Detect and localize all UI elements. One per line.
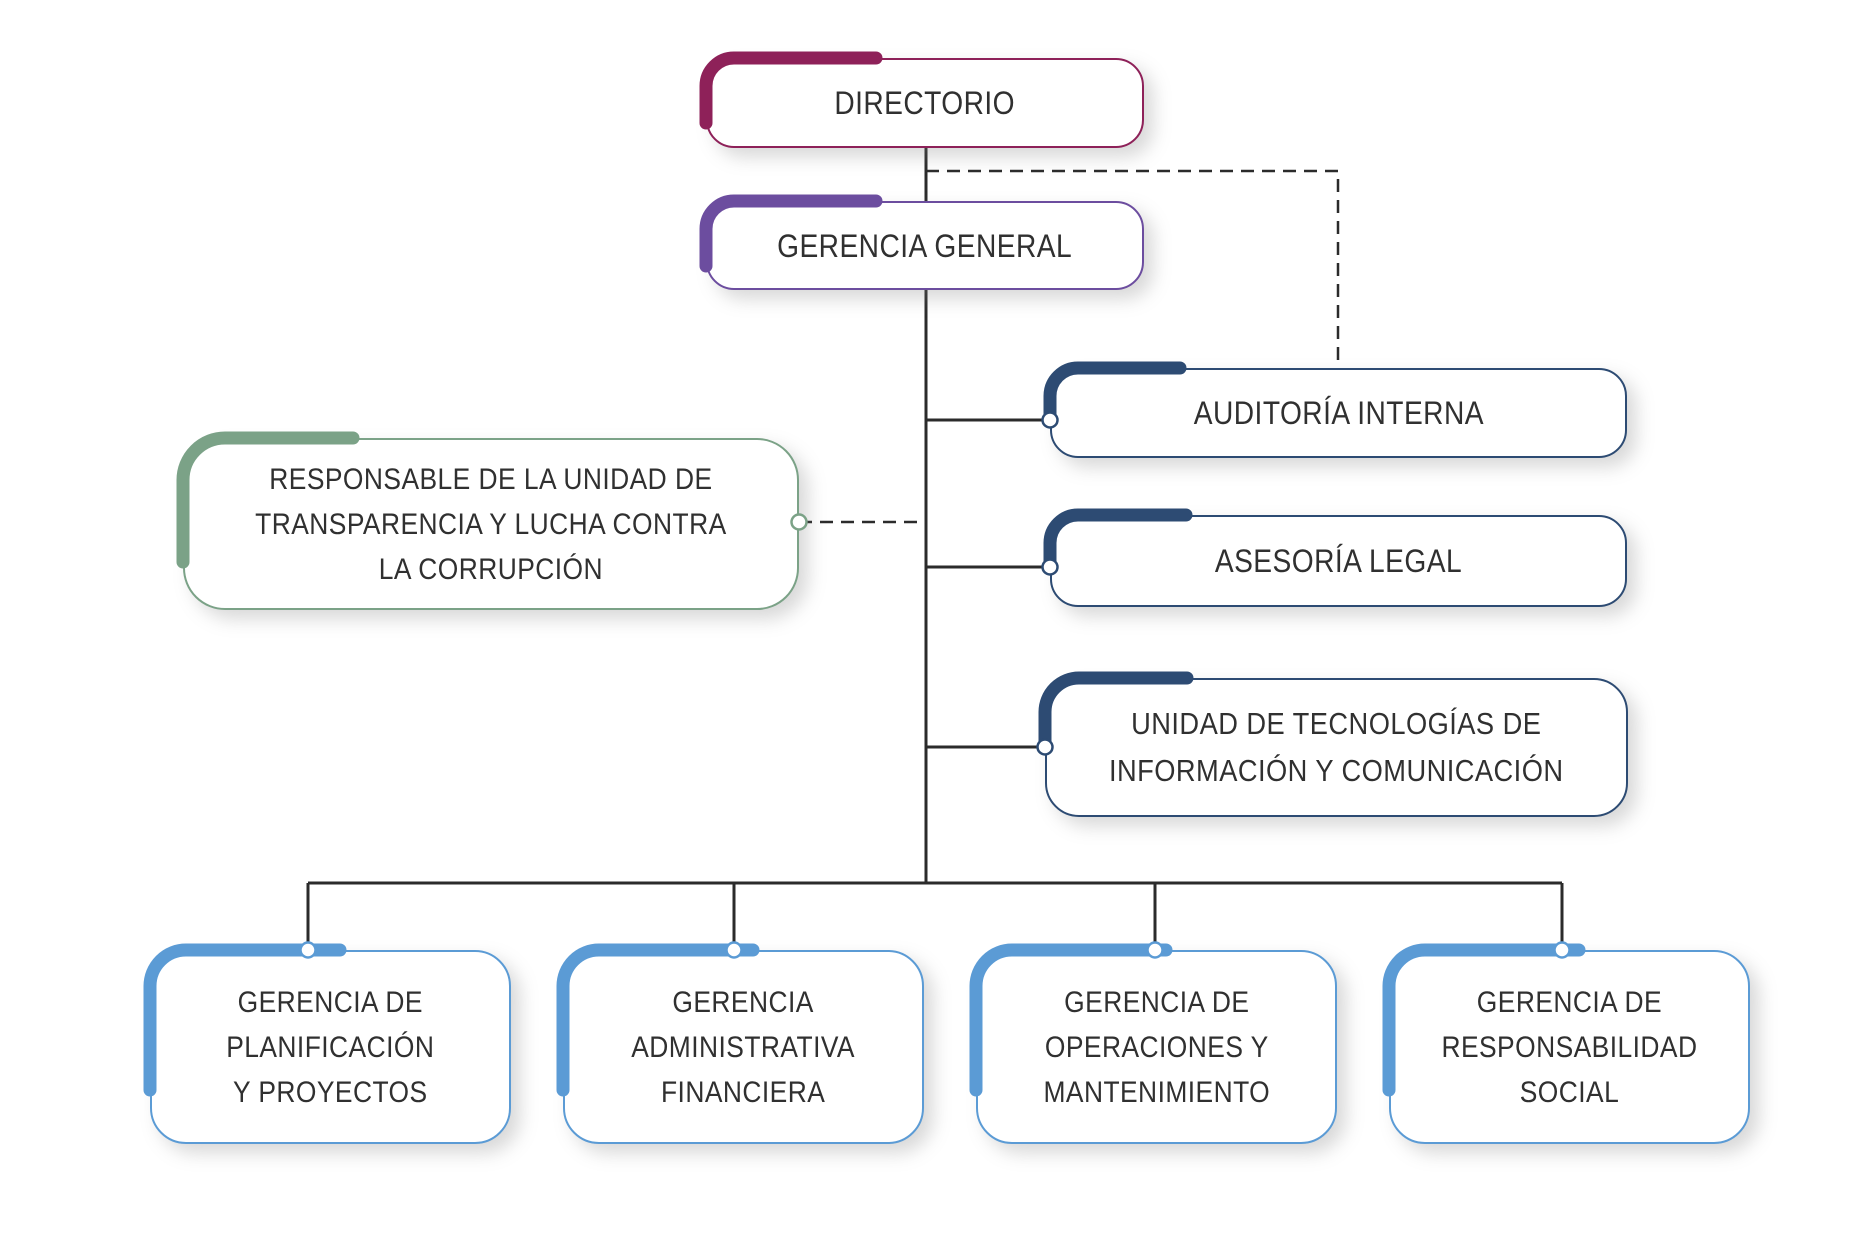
node-unidad-tic: UNIDAD DE TECNOLOGÍAS DE INFORMACIÓN Y C… xyxy=(1045,678,1628,817)
node-asesoria-legal: ASESORÍA LEGAL xyxy=(1050,515,1627,607)
node-gerencia-planificacion: GERENCIA DE PLANIFICACIÓN Y PROYECTOS xyxy=(150,950,511,1144)
node-gerencia-responsabilidad-label: GERENCIA DE RESPONSABILIDAD SOCIAL xyxy=(1441,980,1697,1115)
node-gerencia-administrativa-line: FINANCIERA xyxy=(661,1075,826,1109)
node-auditoria-interna: AUDITORÍA INTERNA xyxy=(1050,368,1627,458)
node-auditoria-interna-label: AUDITORÍA INTERNA xyxy=(1193,395,1484,431)
node-gerencia-planificacion-line: PLANIFICACIÓN xyxy=(226,1030,435,1064)
node-gerencia-responsabilidad-line: SOCIAL xyxy=(1519,1075,1620,1109)
node-responsable-transparencia-line: RESPONSABLE DE LA UNIDAD DE xyxy=(269,462,713,496)
node-gerencia-operaciones-line: GERENCIA DE xyxy=(1063,985,1250,1019)
node-gerencia-general-label: GERENCIA GENERAL xyxy=(777,227,1073,264)
node-gerencia-responsabilidad: GERENCIA DE RESPONSABILIDAD SOCIAL xyxy=(1389,950,1750,1144)
node-gerencia-operaciones-line: MANTENIMIENTO xyxy=(1043,1075,1270,1109)
node-gerencia-planificacion-label: GERENCIA DE PLANIFICACIÓN Y PROYECTOS xyxy=(226,980,434,1115)
node-unidad-tic-line: UNIDAD DE TECNOLOGÍAS DE xyxy=(1131,706,1542,741)
node-responsable-transparencia-line: TRANSPARENCIA Y LUCHA CONTRA xyxy=(255,507,727,541)
node-gerencia-planificacion-line: Y PROYECTOS xyxy=(233,1075,428,1109)
node-gerencia-operaciones: GERENCIA DE OPERACIONES Y MANTENIMIENTO xyxy=(976,950,1337,1144)
node-directorio-label: DIRECTORIO xyxy=(834,85,1016,121)
node-gerencia-administrativa-label: GERENCIA ADMINISTRATIVA FINANCIERA xyxy=(632,980,856,1115)
node-directorio: DIRECTORIO xyxy=(706,58,1144,148)
node-gerencia-responsabilidad-line: RESPONSABILIDAD xyxy=(1441,1030,1698,1064)
node-gerencia-general: GERENCIA GENERAL xyxy=(706,201,1144,290)
node-responsable-transparencia: RESPONSABLE DE LA UNIDAD DE TRANSPARENCI… xyxy=(183,438,799,610)
node-gerencia-administrativa-line: GERENCIA xyxy=(672,985,815,1019)
node-unidad-tic-line: INFORMACIÓN Y COMUNICACIÓN xyxy=(1109,752,1564,788)
node-gerencia-responsabilidad-line: GERENCIA DE xyxy=(1476,985,1663,1019)
node-gerencia-operaciones-label: GERENCIA DE OPERACIONES Y MANTENIMIENTO xyxy=(1043,980,1270,1115)
node-gerencia-planificacion-line: GERENCIA DE xyxy=(237,985,424,1019)
node-unidad-tic-label: UNIDAD DE TECNOLOGÍAS DE INFORMACIÓN Y C… xyxy=(1109,701,1564,794)
node-responsable-transparencia-label: RESPONSABLE DE LA UNIDAD DE TRANSPARENCI… xyxy=(255,457,727,592)
node-gerencia-administrativa: GERENCIA ADMINISTRATIVA FINANCIERA xyxy=(563,950,924,1144)
node-gerencia-operaciones-line: OPERACIONES Y xyxy=(1044,1030,1269,1064)
node-responsable-transparencia-line: LA CORRUPCIÓN xyxy=(378,552,604,586)
node-gerencia-administrativa-line: ADMINISTRATIVA xyxy=(631,1030,856,1064)
node-asesoria-legal-label: ASESORÍA LEGAL xyxy=(1214,543,1463,579)
